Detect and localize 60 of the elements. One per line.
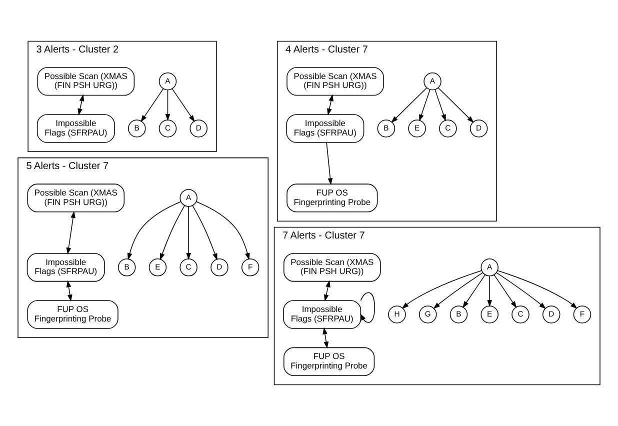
arrow [140,88,164,122]
node-circle: E [148,258,167,276]
node-circle: D [470,120,488,138]
node-circle: A [424,72,442,90]
node-box: Impossible Flags (SFRPAU) [283,300,362,329]
arrow [192,205,218,260]
arrow [196,201,250,260]
node-circle: C [180,258,198,276]
node-box: Possible Scan (XMAS (FIN PSH URG)) [27,184,125,212]
node-box: FUP OS Fingerprinting Probe [284,347,375,376]
arrow [434,89,446,122]
node-circle: G [419,306,437,324]
node-box: Impossible Flags (SFRPAU) [26,253,105,282]
node-circle: A [180,189,198,207]
node-circle: E [480,306,498,324]
arrow [165,90,170,121]
arrow [326,142,333,186]
arrow [402,270,482,309]
node-circle: B [377,120,396,138]
arrow [322,327,329,349]
node-circle: C [512,306,530,324]
node-box: Possible Scan (XMAS (FIN PSH URG)) [37,67,135,96]
arrow [419,89,430,122]
node-box: Impossible Flags (SFRPAU) [286,114,364,143]
node-circle: D [210,258,228,276]
node-circle: C [439,120,457,138]
arrow [487,276,492,307]
node-circle: F [241,258,260,276]
arrow [160,205,185,260]
node-box: Possible Scan (XMAS (FIN PSH URG)) [284,253,381,282]
arrow [391,87,428,123]
arrow [186,206,192,260]
arrow [78,94,84,116]
arrow [360,292,375,323]
arrow [496,272,546,309]
node-circle: B [128,120,146,138]
node-box: FUP OS Fingerprinting Probe [27,300,118,329]
node-box: Possible Scan (XMAS (FIN PSH URG)) [286,67,384,96]
arrow [172,88,195,122]
arrow [327,94,334,116]
node-circle: D [190,120,208,138]
arrow [462,274,486,308]
node-circle: A [158,72,177,90]
node-circle: F [573,306,592,324]
arrow [494,274,517,308]
node-circle: C [158,120,177,138]
arrow [433,272,484,309]
node-circle: A [480,258,498,276]
arrow [127,201,181,260]
node-circle: E [408,120,426,138]
node-circle: B [118,258,136,276]
node-box: FUP OS Fingerprinting Probe [286,184,378,212]
node-circle: H [388,306,406,324]
arrow [66,211,76,255]
node-circle: B [450,306,468,324]
node-circle: D [542,306,560,324]
arrow [497,270,578,309]
arrow [324,280,330,302]
arrow [438,87,474,123]
node-box: Impossible Flags (SFRPAU) [36,114,115,143]
